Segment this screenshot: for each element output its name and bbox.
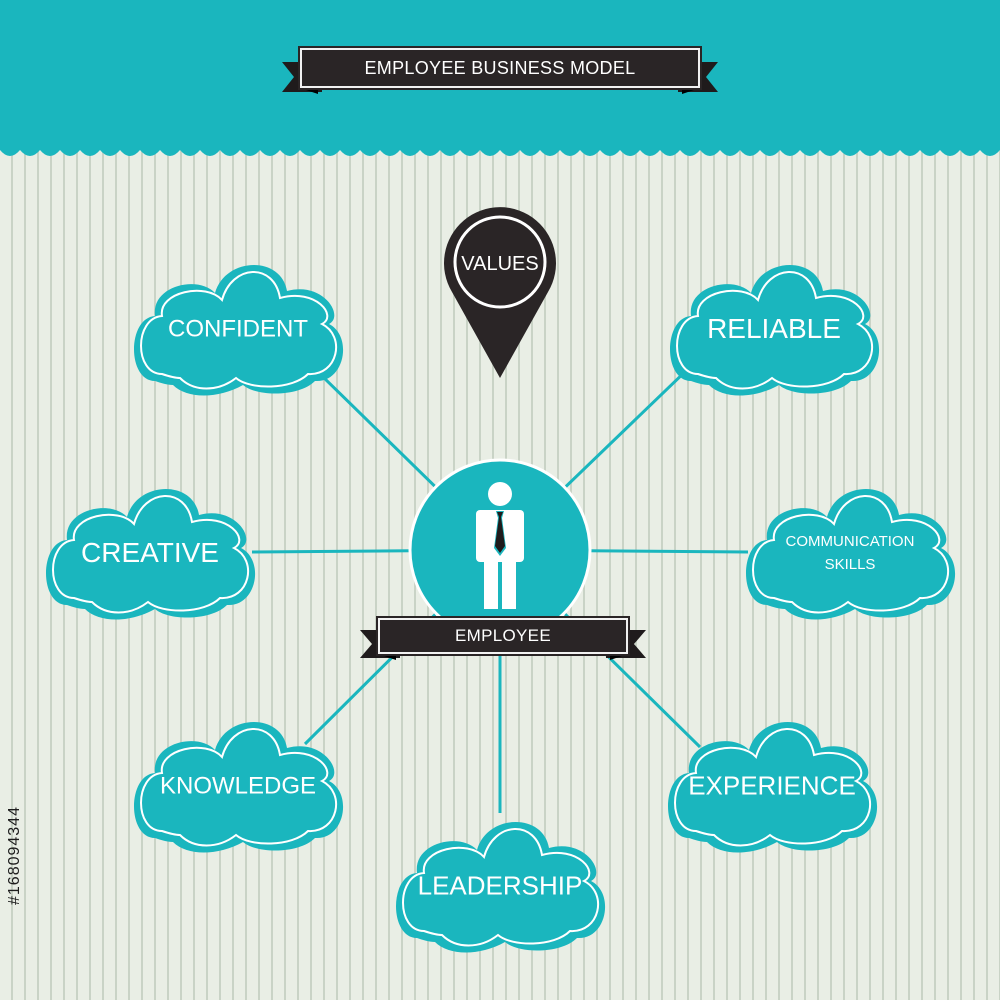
cloud-label-experience: EXPERIENCE <box>688 770 856 800</box>
cloud-confident: CONFIDENT <box>134 264 344 396</box>
employee-label: EMPLOYEE <box>376 616 630 656</box>
cloud-label-communication-skills: SKILLS <box>825 556 876 573</box>
cloud-creative: CREATIVE <box>46 488 256 620</box>
cloud-shape <box>134 721 344 853</box>
cloud-reliable: RELIABLE <box>670 264 880 396</box>
employee-hub <box>408 458 592 642</box>
businessman-icon <box>476 482 524 609</box>
values-pin: VALUES <box>444 207 556 378</box>
page-title: EMPLOYEE BUSINESS MODEL <box>298 46 702 90</box>
cloud-communication-skills: COMMUNICATION SKILLS <box>746 488 956 620</box>
values-label: VALUES <box>461 253 538 275</box>
cloud-label-reliable: RELIABLE <box>707 313 841 344</box>
employee-ribbon: EMPLOYEE <box>360 616 646 666</box>
cloud-shape <box>670 264 880 396</box>
cloud-shape <box>396 821 606 953</box>
cloud-knowledge: KNOWLEDGE <box>134 721 344 853</box>
cloud-label-confident: CONFIDENT <box>168 316 308 343</box>
cloud-experience: EXPERIENCE <box>668 721 878 853</box>
clouds: CONFIDENT RELIABLE CREATIVE COMMUNICATION SK… <box>46 264 956 953</box>
cloud-label-communication-skills: COMMUNICATION <box>786 533 915 550</box>
cloud-shape <box>746 488 956 620</box>
cloud-shape <box>134 264 344 396</box>
watermark-id: #168094344 <box>6 806 23 905</box>
scalloped-edge <box>0 138 1000 156</box>
cloud-shape <box>46 488 256 620</box>
cloud-label-creative: CREATIVE <box>81 537 219 568</box>
cloud-label-leadership: LEADERSHIP <box>418 870 583 900</box>
cloud-leadership: LEADERSHIP <box>396 821 606 953</box>
cloud-shape <box>668 721 878 853</box>
cloud-label-knowledge: KNOWLEDGE <box>160 773 316 800</box>
